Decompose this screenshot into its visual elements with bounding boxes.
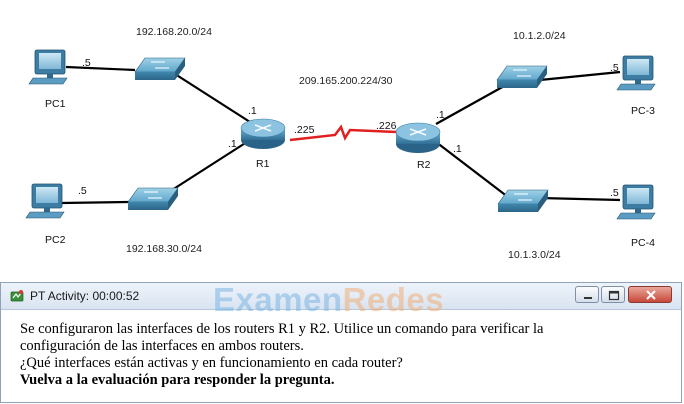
link-pc1-switch (65, 65, 136, 72)
close-icon (646, 290, 656, 300)
link-pc2-switch (61, 200, 131, 205)
instruction-line: ¿Qué interfaces están activas y en funci… (20, 355, 403, 371)
interface-label-pc3: .5 (610, 62, 619, 74)
watermark-part2: Redes (342, 281, 445, 318)
watermark-part1: Examen (213, 281, 343, 318)
instruction-line: Se configuraron las interfaces de los ro… (20, 321, 544, 337)
watermark: ExamenRedes (213, 281, 444, 319)
activity-instructions: Se configuraron las interfaces de los ro… (20, 321, 671, 389)
window-title: PT Activity: 00:00:52 (30, 289, 140, 303)
wan-serial-link (289, 124, 398, 142)
switch-icon (127, 187, 179, 210)
router-icon (240, 118, 286, 149)
window-titlebar[interactable]: PT Activity: 00:00:52 ExamenRedes (1, 281, 681, 318)
interface-label-pc1: .5 (82, 57, 91, 69)
lan-links (61, 65, 621, 205)
pc-icon (616, 184, 656, 220)
device-label-pc1: PC1 (45, 98, 66, 110)
interface-label-r2-bottom: .1 (453, 143, 462, 155)
device-label-pc3: PC-3 (631, 105, 655, 117)
network-label-192-168-20: 192.168.20.0/24 (136, 26, 212, 38)
device-label-r1: R1 (256, 158, 270, 170)
link-r2-switch-bottom (435, 141, 509, 198)
network-label-wan: 209.165.200.224/30 (299, 75, 393, 87)
interface-label-pc2: .5 (78, 185, 87, 197)
device-label-r2: R2 (417, 159, 431, 171)
maximize-icon (608, 290, 620, 301)
network-label-10-1-2: 10.1.2.0/24 (513, 30, 566, 42)
link-switch-r1-bottom (171, 139, 251, 191)
link-r2-switch-top (435, 84, 507, 125)
interface-label-r1-top: .1 (248, 105, 257, 117)
interface-label-r2-top: .1 (436, 109, 445, 121)
packet-tracer-icon (10, 290, 24, 302)
instruction-line-bold: Vuelva a la evaluación para responder la… (20, 372, 335, 388)
device-label-pc4: PC-4 (631, 237, 655, 249)
link-switch-pc3 (539, 70, 621, 82)
minimize-button[interactable] (575, 286, 599, 303)
router-icon (395, 122, 441, 153)
device-label-pc2: PC2 (45, 234, 66, 246)
network-label-10-1-3: 10.1.3.0/24 (508, 249, 561, 261)
switch-icon (496, 65, 548, 88)
minimize-icon (584, 297, 592, 299)
interface-label-r1-bottom: .1 (228, 138, 237, 150)
link-switch-pc4 (539, 196, 621, 202)
close-button[interactable] (628, 286, 672, 303)
maximize-button[interactable] (601, 286, 625, 303)
pc-icon (25, 183, 65, 219)
network-label-192-168-30: 192.168.30.0/24 (126, 243, 202, 255)
pc-icon (616, 55, 656, 91)
interface-label-r2-wan: .226 (376, 120, 397, 132)
link-switch-r1-top (174, 73, 251, 123)
pt-activity-window: PT Activity: 00:00:52 ExamenRedes Se con… (0, 281, 682, 403)
network-topology-diagram: 192.168.20.0/24 192.168.30.0/24 209.165.… (25, 26, 656, 261)
interface-label-pc4: .5 (610, 187, 619, 199)
instruction-line: configuración de las interfaces en ambos… (20, 338, 304, 354)
switch-icon (497, 189, 549, 212)
interface-label-r1-wan: .225 (294, 124, 315, 136)
switch-icon (134, 57, 186, 80)
pc-icon (28, 49, 68, 85)
